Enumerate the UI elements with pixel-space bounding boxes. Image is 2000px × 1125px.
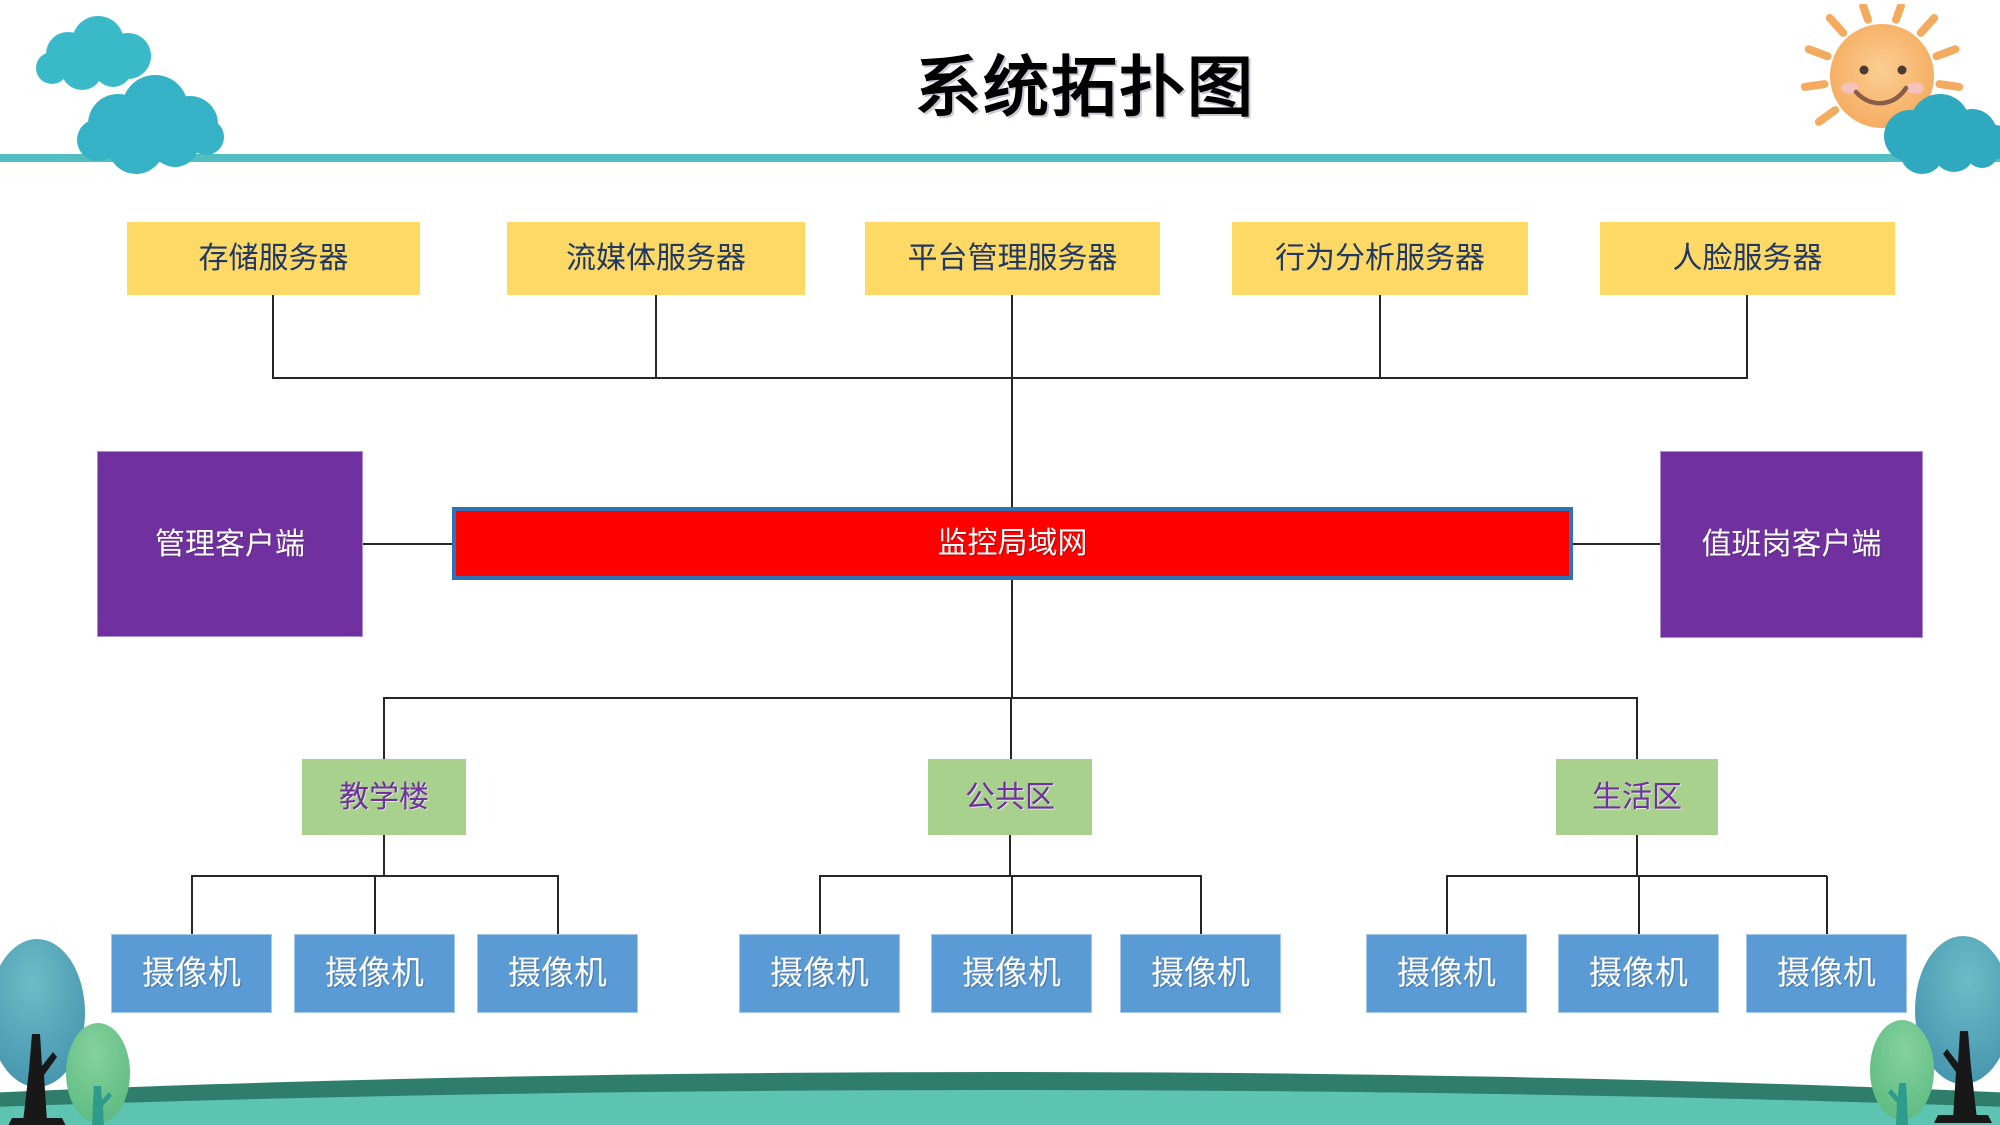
connector-line bbox=[1200, 876, 1202, 934]
client-node-duty[interactable]: 值班岗客户端 bbox=[1660, 451, 1923, 638]
connector-line bbox=[1011, 379, 1013, 508]
camera-node[interactable]: 摄像机 bbox=[477, 934, 638, 1013]
connector-line bbox=[1011, 580, 1013, 698]
connector-line bbox=[272, 377, 1748, 379]
connector-line bbox=[383, 698, 385, 759]
camera-node[interactable]: 摄像机 bbox=[1120, 934, 1281, 1013]
server-node-streaming[interactable]: 流媒体服务器 bbox=[507, 222, 805, 295]
connector-line bbox=[557, 876, 559, 934]
connector-line bbox=[374, 876, 376, 934]
zone-node-teaching[interactable]: 教学楼 bbox=[302, 759, 466, 835]
camera-node[interactable]: 摄像机 bbox=[1558, 934, 1719, 1013]
connector-line bbox=[383, 835, 385, 876]
camera-node[interactable]: 摄像机 bbox=[739, 934, 900, 1013]
connector-line bbox=[1746, 295, 1748, 379]
connector-line bbox=[819, 876, 821, 934]
connector-line bbox=[819, 875, 1202, 877]
connector-line bbox=[1638, 876, 1640, 934]
connector-line bbox=[272, 295, 274, 379]
connector-line bbox=[1011, 876, 1013, 934]
trees-icon bbox=[1870, 936, 2000, 1125]
page-title: 系统拓扑图 bbox=[915, 50, 1255, 124]
camera-node[interactable]: 摄像机 bbox=[294, 934, 455, 1013]
connector-line bbox=[1446, 875, 1827, 877]
trees-icon bbox=[0, 939, 130, 1125]
server-node-face[interactable]: 人脸服务器 bbox=[1600, 222, 1895, 295]
connector-line bbox=[1636, 698, 1638, 759]
connector-line bbox=[655, 295, 657, 379]
server-node-platform[interactable]: 平台管理服务器 bbox=[865, 222, 1160, 295]
connector-line bbox=[363, 543, 452, 545]
clouds-icon bbox=[36, 16, 224, 174]
server-node-behavior[interactable]: 行为分析服务器 bbox=[1232, 222, 1528, 295]
title-divider-line bbox=[0, 154, 2000, 162]
connector-line bbox=[1446, 876, 1448, 934]
connector-line bbox=[1009, 835, 1011, 876]
camera-node[interactable]: 摄像机 bbox=[111, 934, 272, 1013]
connector-line bbox=[1573, 543, 1660, 545]
sun-with-cloud-icon bbox=[1800, 4, 2000, 174]
camera-node[interactable]: 摄像机 bbox=[1746, 934, 1907, 1013]
camera-node[interactable]: 摄像机 bbox=[1366, 934, 1527, 1013]
camera-node[interactable]: 摄像机 bbox=[931, 934, 1092, 1013]
connector-line bbox=[1010, 698, 1012, 759]
client-node-management[interactable]: 管理客户端 bbox=[97, 451, 363, 637]
connector-line bbox=[1379, 295, 1381, 379]
zone-node-public[interactable]: 公共区 bbox=[928, 759, 1092, 835]
connector-line bbox=[1636, 835, 1638, 876]
connector-line bbox=[1011, 295, 1013, 379]
connector-line bbox=[191, 876, 193, 934]
server-node-storage[interactable]: 存储服务器 bbox=[127, 222, 420, 295]
connector-line bbox=[1826, 876, 1828, 934]
zone-node-living[interactable]: 生活区 bbox=[1556, 759, 1718, 835]
network-node-lan[interactable]: 监控局域网 bbox=[452, 507, 1573, 580]
